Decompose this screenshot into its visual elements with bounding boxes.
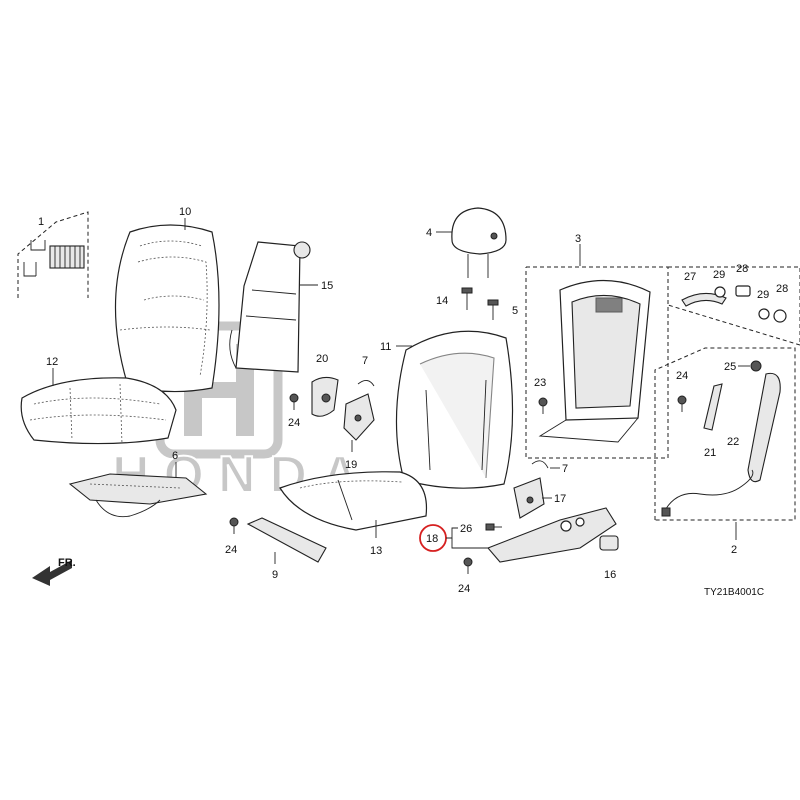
label-part-7-b: 7: [562, 463, 568, 475]
part-22-side-airbag: [747, 372, 781, 483]
group-box-27: [667, 266, 800, 346]
label-part-7-a: 7: [362, 355, 368, 367]
label-part-15: 15: [321, 280, 333, 292]
label-part-10: 10: [179, 206, 191, 218]
part-23-clip: [538, 397, 548, 414]
label-part-13: 13: [370, 545, 382, 557]
label-part-24-d: 24: [458, 583, 470, 595]
part-17-bracket: [513, 477, 545, 519]
part-11-seat-back-pad: [395, 330, 514, 489]
part-26-screw: [485, 523, 502, 531]
label-part-29-b: 29: [757, 289, 769, 301]
part-12-cushion-cover: [20, 377, 177, 445]
part-24-clip-c: [229, 517, 239, 534]
part-10-seat-back-cover: [114, 224, 220, 393]
label-part-12: 12: [46, 356, 58, 368]
part-18-side-trim: [487, 507, 617, 563]
part-9-garnish: [246, 517, 327, 563]
group-box-1: [17, 211, 89, 298]
part-24-clip-b: [677, 395, 687, 412]
front-direction-arrow: FR.: [32, 557, 76, 586]
label-part-11: 11: [380, 341, 391, 353]
label-part-19: 19: [345, 459, 357, 471]
group-box-3: [525, 266, 669, 459]
label-part-23: 23: [534, 377, 546, 389]
diagram-code: TY21B4001C: [704, 587, 764, 598]
label-part-9: 9: [272, 569, 278, 581]
label-part-6: 6: [172, 450, 178, 462]
label-part-2: 2: [731, 544, 737, 556]
label-part-21: 21: [704, 447, 716, 459]
label-part-26: 26: [460, 523, 472, 535]
label-part-4: 4: [426, 227, 432, 239]
part-24-clip-a: [289, 393, 299, 410]
label-part-28-a: 28: [736, 263, 748, 275]
label-part-16: 16: [604, 569, 616, 581]
label-part-5: 5: [512, 305, 518, 317]
part-29-screw-b: [758, 308, 770, 320]
label-part-20: 20: [316, 353, 328, 365]
label-part-18: 18: [426, 533, 438, 545]
label-part-14: 14: [436, 295, 448, 307]
part-24-clip-d: [463, 557, 473, 574]
part-7-spring-a: [357, 380, 375, 387]
label-part-25: 25: [724, 361, 736, 373]
part-21-bracket: [703, 383, 723, 431]
part-15-back-frame: [229, 241, 311, 373]
label-part-29-a: 29: [713, 269, 725, 281]
part-16-knob: [599, 535, 619, 551]
part-20-cover: [311, 376, 339, 417]
part-6-seat-heater: [68, 473, 208, 518]
part-28-cap-b: [773, 309, 787, 323]
part-5-bolt: [487, 299, 499, 320]
label-part-22: 22: [727, 436, 739, 448]
part-14-bolt: [461, 287, 473, 310]
part-1-pad-set: [23, 240, 85, 277]
part-29-screw-a: [714, 286, 726, 298]
label-part-27: 27: [684, 271, 696, 283]
part-25-nut: [750, 360, 762, 372]
label-part-28-b: 28: [776, 283, 788, 295]
part-27-handle: [681, 292, 727, 307]
label-part-17: 17: [554, 493, 566, 505]
part-4-headrest: [451, 207, 507, 278]
front-direction-label: FR.: [58, 557, 76, 569]
label-part-24-a: 24: [288, 417, 300, 429]
part-3-back-frame: [538, 279, 651, 443]
part-7-spring-b: [531, 460, 549, 469]
part-13-cushion-pad: [279, 471, 428, 531]
label-part-3: 3: [575, 233, 581, 245]
label-part-24-b: 24: [676, 370, 688, 382]
part-19-bracket: [343, 393, 375, 441]
label-part-24-c: 24: [225, 544, 237, 556]
part-2-wire-harness: [661, 469, 754, 517]
part-28-cap-a: [735, 285, 751, 297]
label-part-1: 1: [38, 216, 44, 228]
